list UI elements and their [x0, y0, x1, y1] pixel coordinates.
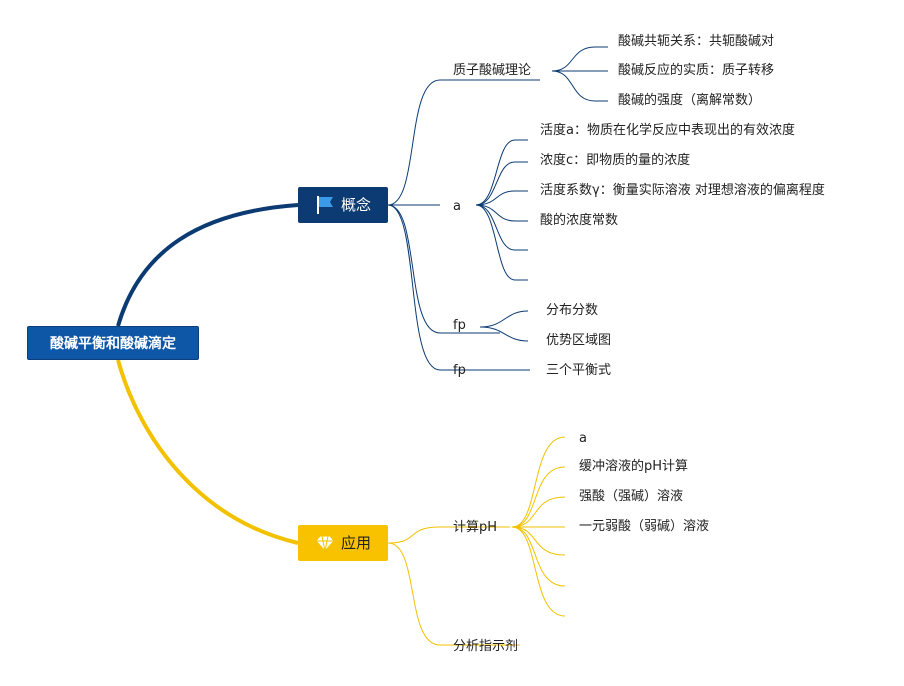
topic-weak-acid[interactable]: 一元弱酸（弱碱）溶液 [579, 519, 710, 534]
topic-ph-calculation[interactable]: 计算pH [453, 520, 498, 535]
topic-activity[interactable]: a [453, 199, 461, 214]
topic-buffer-ph[interactable]: 缓冲溶液的pH计算 [579, 459, 689, 474]
topic-distribution[interactable]: fp [453, 318, 466, 333]
flag-icon [315, 195, 335, 215]
topic-three-equilibria[interactable]: 三个平衡式 [546, 363, 612, 378]
branch-apply[interactable]: 应用 [298, 525, 388, 561]
topic-distribution-fraction[interactable]: 分布分数 [546, 303, 599, 318]
topic-ph-a[interactable]: a [579, 431, 587, 446]
topic-equilibrium[interactable]: fp [453, 363, 466, 378]
topic-proton-theory[interactable]: 质子酸碱理论 [453, 63, 532, 78]
topic-concentration[interactable]: 浓度c：即物质的量的浓度 [540, 153, 691, 168]
topic-indicator[interactable]: 分析指示剂 [453, 639, 519, 654]
branch-concept-label: 概念 [340, 196, 371, 214]
topic-strong-acid[interactable]: 强酸（强碱）溶液 [579, 489, 684, 504]
topic-conjugate-pair[interactable]: 酸碱共轭关系：共轭酸碱对 [618, 34, 775, 49]
branch-apply-label: 应用 [340, 534, 371, 552]
topic-acid-strength[interactable]: 酸碱的强度（离解常数） [618, 93, 762, 108]
topic-activity-definition[interactable]: 活度a：物质在化学反应中表现出的有效浓度 [540, 123, 795, 138]
topic-predominance-diagram[interactable]: 优势区域图 [546, 333, 612, 348]
topic-activity-coefficient[interactable]: 活度系数γ：衡量实际溶液 对理想溶液的偏离程度 [540, 183, 825, 198]
topic-concentration-constant[interactable]: 酸的浓度常数 [540, 213, 619, 228]
diamond-icon [315, 533, 335, 553]
topic-proton-transfer[interactable]: 酸碱反应的实质：质子转移 [618, 63, 775, 78]
root-topic[interactable]: 酸碱平衡和酸碱滴定 [27, 326, 199, 360]
branch-concept[interactable]: 概念 [298, 187, 388, 223]
